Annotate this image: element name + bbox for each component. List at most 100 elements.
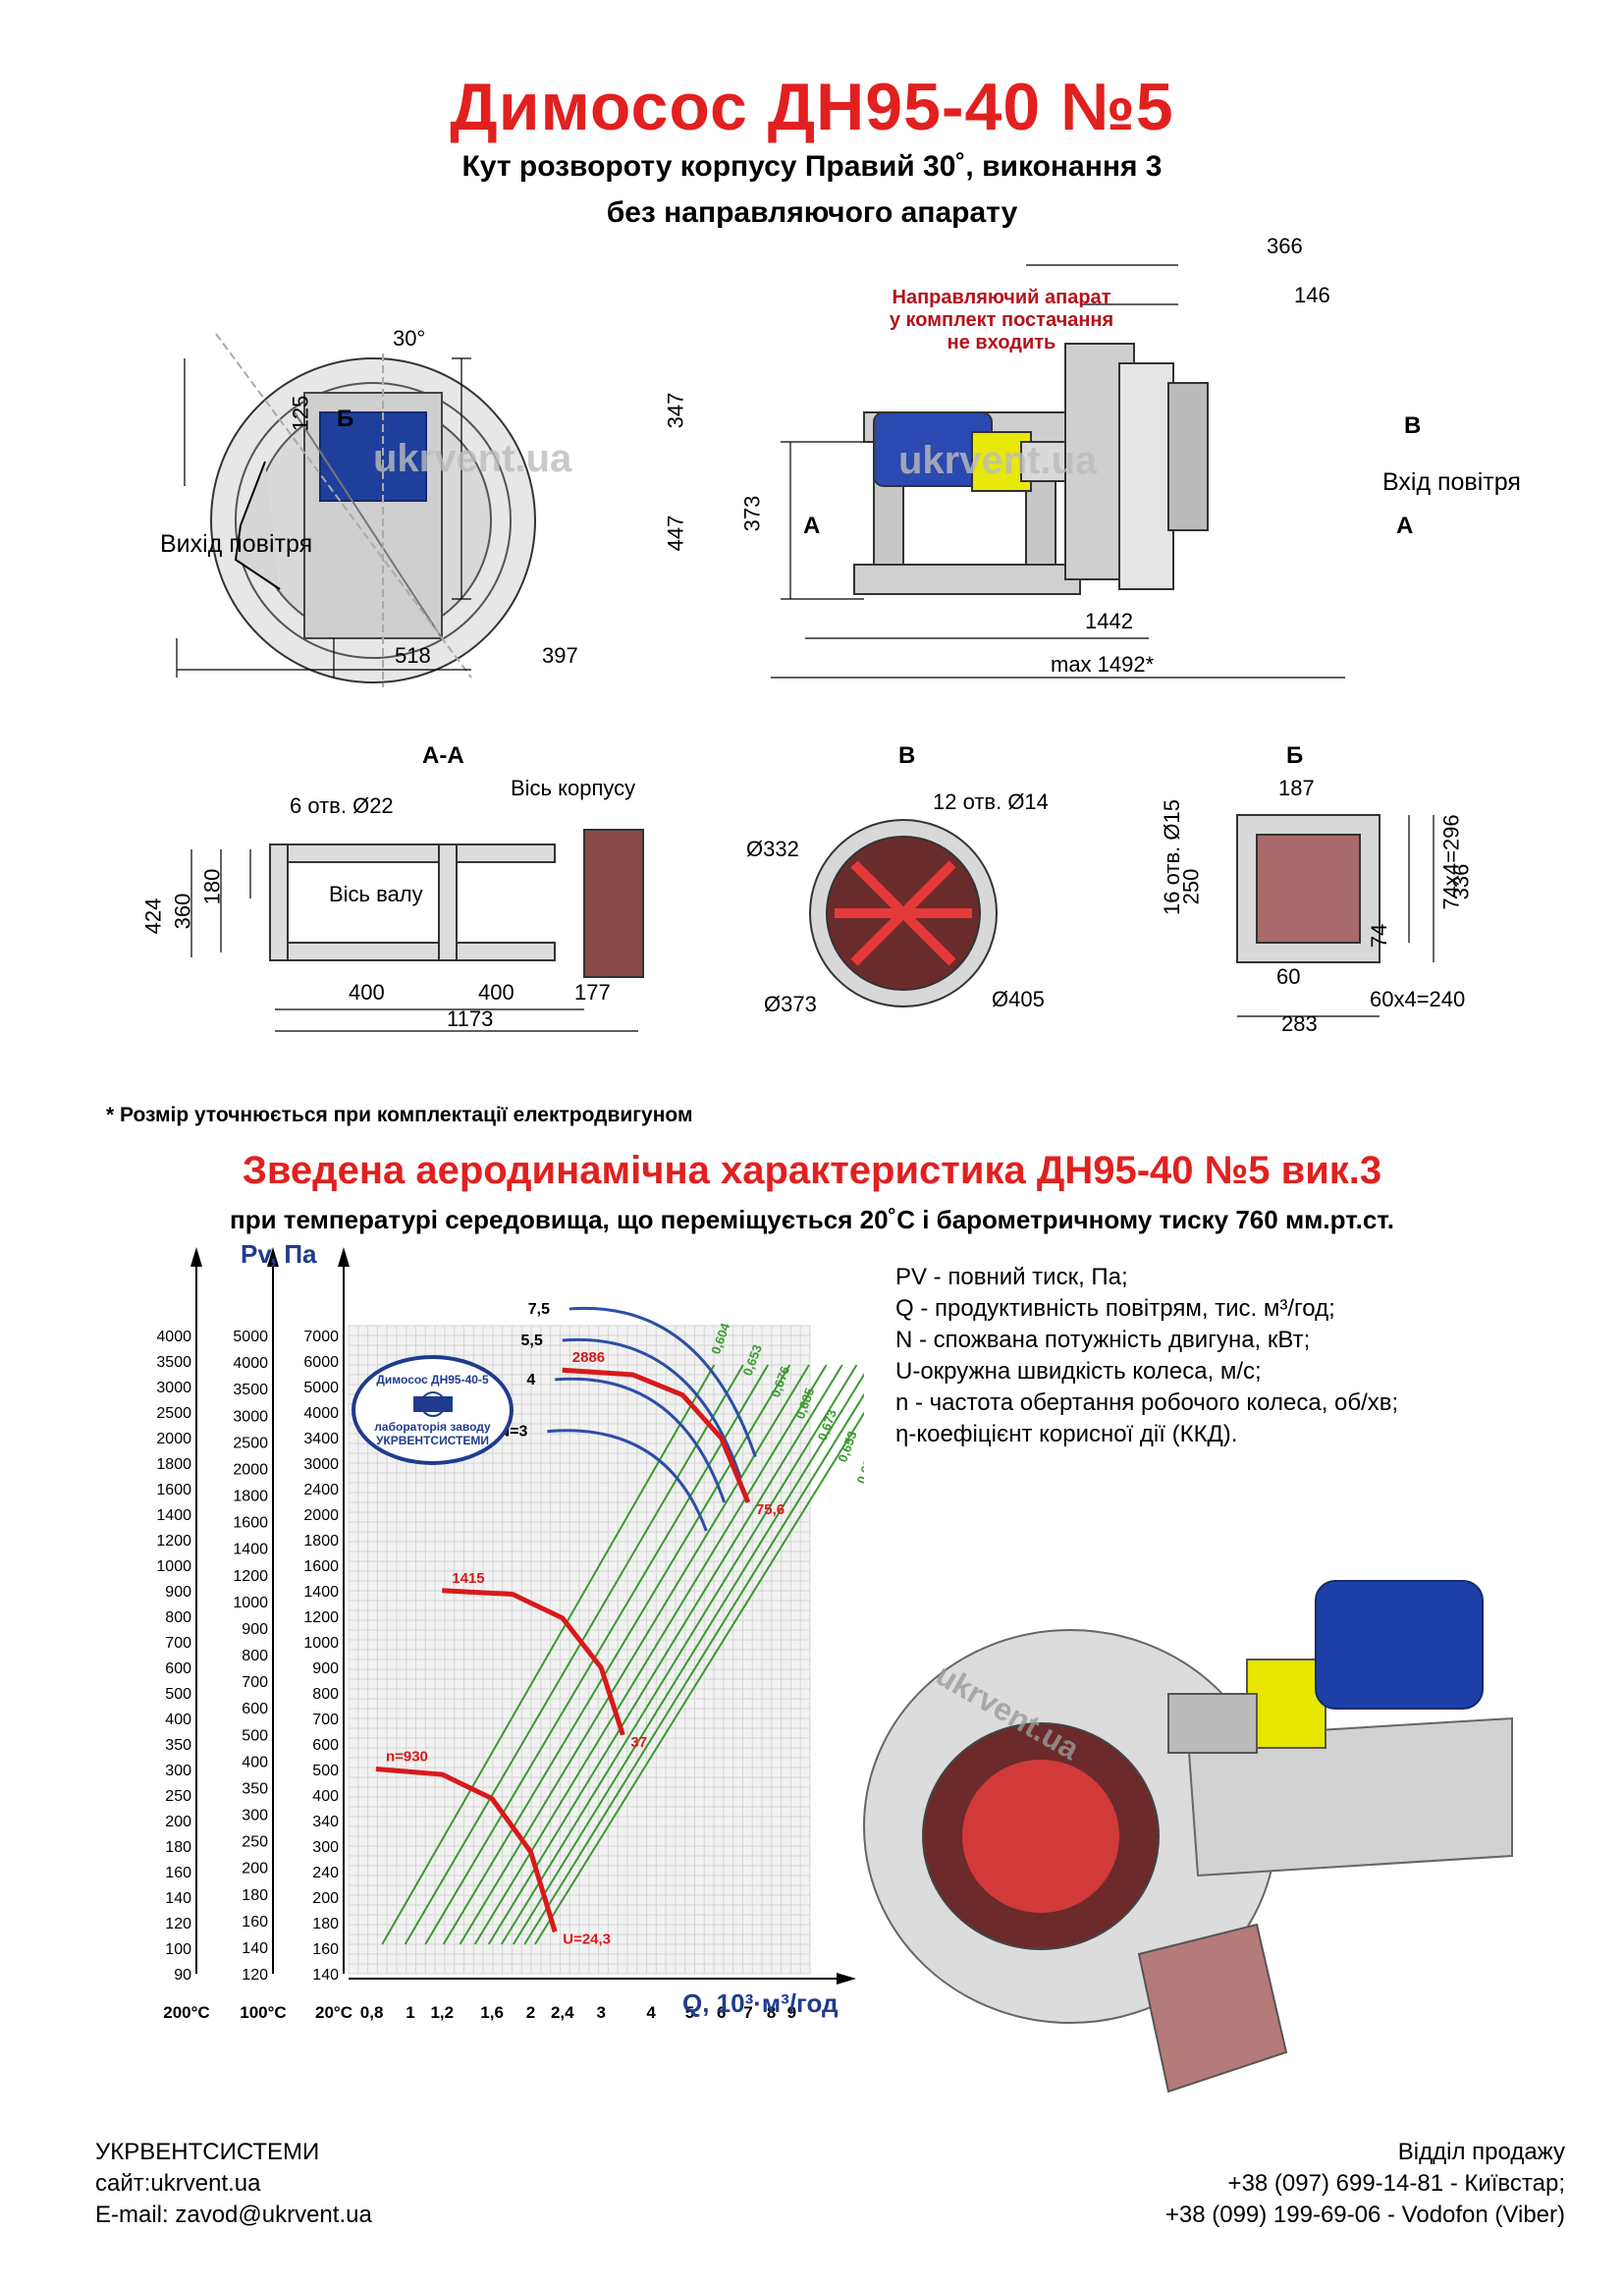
x-tick-label: 3 (596, 2003, 605, 2022)
legend-eta: η-коефіцієнт корисної дії (ККД). (895, 1421, 1238, 1447)
y-tick-label: 1800 (157, 1456, 191, 1473)
speed-curve (375, 1766, 558, 1933)
y-tick-label: 1000 (157, 1558, 191, 1575)
aa-dim-424: 424 (140, 898, 166, 935)
aa-dim-177: 177 (574, 980, 611, 1005)
efficiency-label: 0,628 (853, 1450, 864, 1486)
legend-u: U-окружна швидкість колеса, м/с; (895, 1358, 1262, 1385)
y-tick-label: 350 (242, 1780, 268, 1797)
section-b-drawing (1236, 814, 1435, 1017)
y-tick-label: 2000 (233, 1461, 268, 1478)
section-b-title: Б (1286, 742, 1304, 769)
y-tick-label: 180 (312, 1916, 339, 1932)
y-tick-label: 700 (312, 1712, 339, 1728)
aa-axis-shaft: Вісь валу (329, 882, 423, 906)
y-tick-label: 1000 (233, 1595, 268, 1611)
efficiency-line (459, 1364, 810, 1945)
y-tick-label: 900 (312, 1660, 339, 1677)
y-tick-label: 1800 (303, 1533, 339, 1550)
y-tick-label: 300 (242, 1808, 268, 1824)
chart-series (375, 1367, 751, 1933)
dim-347: 347 (663, 392, 688, 429)
y-tick-label: 900 (165, 1584, 191, 1601)
section-marker-b-front: Б (337, 406, 354, 432)
dim-125: 125 (288, 395, 313, 432)
y-tick-label: 250 (242, 1834, 268, 1851)
x-tick-label: 6 (717, 2003, 726, 2022)
y-tick-label: 1200 (157, 1533, 191, 1550)
footer-phone-kyivstar[interactable]: +38 (097) 699-14-81 - Київстар; (1227, 2170, 1565, 2197)
x-tick-label: 4 (646, 2003, 656, 2022)
dim-518: 518 (395, 643, 431, 668)
y-tick-label: 4000 (303, 1405, 339, 1422)
y-tick-label: 180 (242, 1887, 268, 1904)
legend-rpm: n - частота обертання робочого колеса, о… (895, 1389, 1399, 1416)
dim-447: 447 (663, 515, 688, 552)
footer-sales-label: Відділ продажу (1397, 2139, 1565, 2165)
b-dim-250: 250 (1178, 868, 1204, 905)
b-dim-74: 74 (1367, 923, 1392, 949)
efficiency-line (513, 1372, 864, 1945)
speed-label-u: 37 (630, 1734, 647, 1751)
subtitle-guide: без направляючого апарату (606, 196, 1018, 229)
section-v-title: В (898, 742, 916, 769)
y-tick-label: 4000 (157, 1329, 191, 1345)
y-tick-label: 200 (312, 1890, 339, 1907)
y-tick-label: 140 (312, 1967, 339, 1984)
y-tick-label: 1600 (233, 1515, 268, 1532)
y-tick-label: 700 (242, 1674, 268, 1691)
front-view-drawing (176, 333, 536, 687)
y-tick-label: 2400 (303, 1482, 339, 1498)
aa-axis-body: Вісь корпусу (511, 776, 636, 800)
speed-label-n: 1415 (452, 1570, 484, 1587)
b-dim-187: 187 (1278, 776, 1315, 800)
y-tick-label: 2000 (157, 1431, 191, 1447)
y-tick-label: 800 (165, 1609, 191, 1626)
y-tick-label: 800 (242, 1648, 268, 1664)
y-tick-label: 140 (242, 1940, 268, 1957)
y-tick-label: 200 (165, 1814, 191, 1830)
dim-1442: 1442 (1085, 609, 1133, 633)
section-v-drawing (809, 819, 998, 1007)
y-tick-label: 700 (165, 1635, 191, 1652)
y-tick-label: 1000 (303, 1635, 339, 1652)
footer-email[interactable]: E-mail: zavod@ukrvent.ua (95, 2202, 372, 2228)
y-tick-label: 140 (165, 1890, 191, 1907)
v-dim-405: Ø405 (992, 987, 1045, 1011)
footer-company-block: УКРВЕНТСИСТЕМИ сайт:ukrvent.ua E-mail: z… (95, 2137, 372, 2231)
speed-curve (562, 1367, 751, 1503)
y-tick-label: 3400 (303, 1431, 339, 1447)
power-line (562, 1337, 742, 1479)
footer-site[interactable]: сайт:ukrvent.ua (95, 2170, 261, 2197)
dim-max-1492: max 1492* (1051, 652, 1155, 677)
y-tick-label: 160 (242, 1914, 268, 1931)
speed-label-u: 75,6 (756, 1501, 785, 1518)
y-tick-label: 120 (165, 1916, 191, 1932)
speed-label-n: 2886 (572, 1349, 605, 1366)
y-tick-label: 500 (242, 1727, 268, 1744)
page-title: Димосос ДН95-40 №5 (450, 70, 1174, 144)
y-tick-label: 300 (312, 1839, 339, 1856)
y-tick-label: 1400 (233, 1542, 268, 1558)
b-dim-240: 60x4=240 (1370, 987, 1466, 1011)
stamp-fan-icon (355, 1387, 510, 1420)
footer-phone-vodafone[interactable]: +38 (099) 199-69-06 - Vodofon (Viber) (1164, 2202, 1565, 2228)
dim-146: 146 (1294, 283, 1330, 307)
b-dim-283: 283 (1281, 1011, 1318, 1036)
speed-label-n: n=930 (386, 1748, 428, 1765)
footnote: * Розмір уточнюється при комплектації ел… (106, 1104, 693, 1126)
aa-dim-180: 180 (199, 868, 225, 905)
x-tick-label: 8 (767, 2003, 776, 2022)
power-label: 4 (526, 1372, 535, 1388)
y-tick-label: 2500 (233, 1435, 268, 1451)
temp-label-2: 20°C (315, 2003, 352, 2022)
efficiency-line (534, 1411, 864, 1945)
x-tick-label: 9 (787, 2003, 796, 2022)
lab-stamp: Димосос ДН95-40-5 лабораторія заводу УКР… (352, 1355, 514, 1465)
dim-373: 373 (739, 495, 765, 532)
v-dim-373: Ø373 (764, 992, 817, 1016)
y-tick-label: 6000 (303, 1354, 339, 1371)
x-tick-label: 0,8 (360, 2003, 384, 2022)
chart-xlabel: Q, 10³·м³/год (682, 1988, 839, 2018)
